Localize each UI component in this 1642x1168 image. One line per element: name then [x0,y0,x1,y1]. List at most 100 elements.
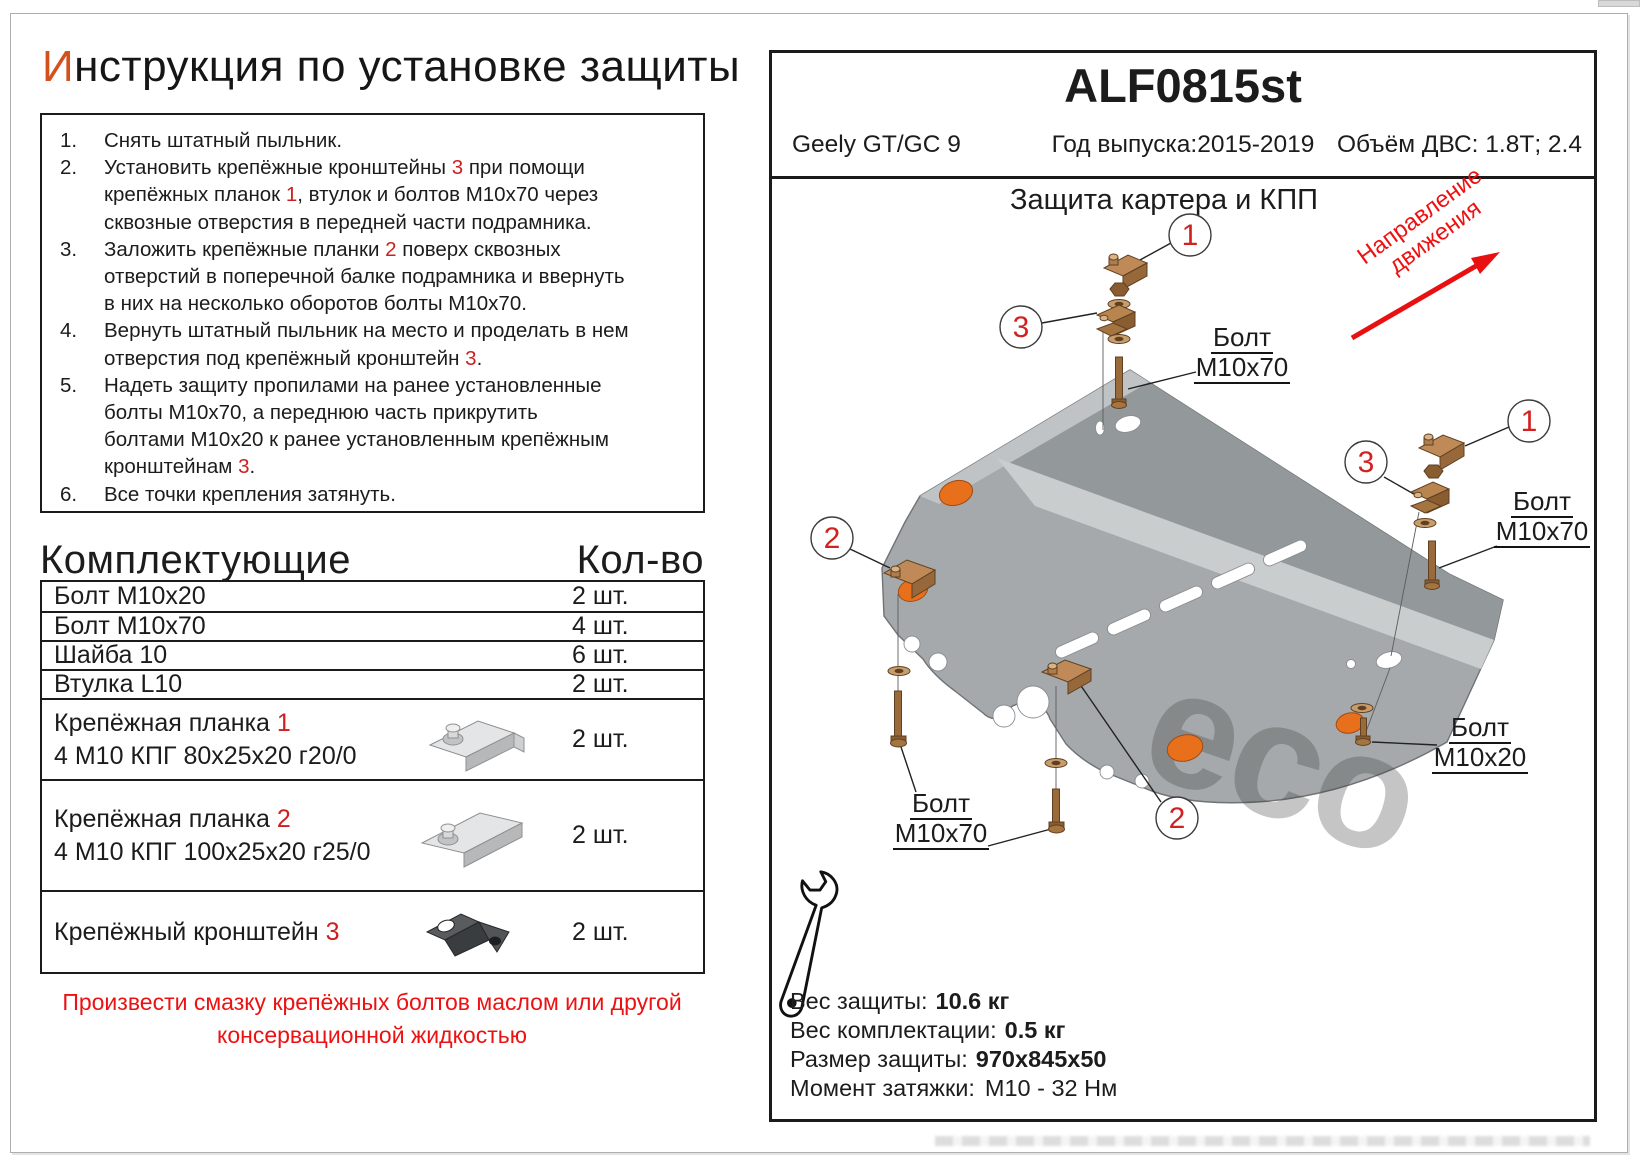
red-ref-number: 3 [238,455,250,479]
red-ref-number: 2 [385,237,397,261]
instruction-item: 1. Снять штатный пыльник. [60,127,697,154]
table-row: Крепёжная планка 1 4 М10 КПГ 80х25х20 г2… [42,698,703,779]
text-segment: при помощи крепёжных планок [104,156,585,207]
component-name: Крепёжная планка 1 4 М10 КПГ 80х25х20 г2… [42,707,390,773]
callout-number: 2 [1169,802,1186,835]
car-model: Geely GT/GC 9 [792,131,961,158]
spec-label: Размер защиты: [790,1046,968,1072]
bolt-size: М10х70 [892,818,990,850]
page-border [10,13,1628,1153]
component-label: Крепёжный кронштейн [54,917,326,946]
table-row: Шайба 10 6 шт. [42,640,703,669]
component-subtitle: 4 М10 КПГ 100х25х20 г25/0 [54,837,371,866]
right-fastener-assembly [1350,433,1466,746]
callout-number: 3 [1013,311,1030,344]
instruction-text: Вернуть штатный пыльник на место и проде… [104,317,697,371]
spec-value: 970х845х50 [975,1046,1107,1072]
instruction-text: Снять штатный пыльник. [104,127,697,154]
instruction-item: 4. Вернуть штатный пыльник на место и про… [60,317,697,371]
bolt-word: Болт [909,788,973,820]
text-segment: Снять штатный пыльник. [104,129,343,152]
spec-torque: Момент затяжки:М10 - 32 Нм [790,1075,1117,1102]
callouts: 1 3 2 2 1 3 [810,213,1551,840]
bolt-word: Болт [1510,486,1574,518]
spec-weight: Вес защиты:10.6 кг [790,988,1009,1015]
instruction-text: Все точки крепления затянуть. [104,481,697,508]
production-years: Год выпуска:2015-2019 [1051,131,1315,158]
instruction-item: 5.Надеть защиту пропилами на ранее устан… [60,372,697,481]
component-qty: 2 шт. [572,821,629,849]
instruction-text: Надеть защиту пропилами на ранее установ… [104,372,697,481]
header-divider [769,176,1597,179]
bolt-word: Болт [1210,322,1274,354]
text-segment: Установить крепёжные кронштейны [104,156,452,180]
component-name: Крепёжный кронштейн 3 [42,916,390,949]
table-row: Болт М10х70 4 шт. [42,611,703,640]
callout-number: 2 [824,522,841,555]
bolt-size: М10х70 [1193,352,1291,384]
instruction-number: 2. [60,156,78,180]
callout-2-left: 2 [810,516,854,560]
component-name: Болт М10х20 [54,582,206,610]
text-segment: Заложить крепёжные планки [104,237,386,261]
mount-plate-1-image [390,705,558,775]
instruction-number: 6. [60,482,78,506]
component-qty: 2 шт. [572,725,629,753]
top-fastener-assembly [1095,253,1149,409]
installation-diagram: eco [779,213,1551,1018]
table-row: Крепёжная планка 2 4 М10 КПГ 100х25х20 г… [42,779,703,890]
fineprint-line [935,1136,1590,1146]
spec-value: 10.6 кг [935,988,1010,1014]
bolt-size: М10х20 [1431,742,1529,774]
component-qty: 2 шт. [572,670,629,698]
page-title: Инструкция по установке защиты [42,42,740,92]
corner-tab [1598,0,1640,7]
callout-2-bottom: 2 [1155,796,1199,840]
warning-line-1: Произвести смазку крепёжных болтов масло… [62,989,682,1015]
instruction-number: 3. [60,237,78,261]
instructions-list: 1. Снять штатный пыльник. 2. Установить кре… [40,113,705,513]
red-ref-number: 1 [276,708,291,737]
component-name: Болт М10х70 [54,612,206,640]
spec-value: 0.5 кг [1004,1017,1066,1043]
instruction-number: 1. [60,129,78,152]
spec-label: Вес комплектации: [790,1017,997,1043]
text-segment: Вернуть штатный пыльник на место и проде… [104,319,629,370]
component-name: Втулка L10 [54,670,183,698]
component-qty: 4 шт. [572,612,629,640]
callout-1-right: 1 [1507,399,1551,443]
red-ref-number: 2 [276,804,291,833]
qty-heading: Кол-во [576,538,704,582]
text-segment: , втулок и болтов М10х70 через сквозные … [104,183,599,234]
callout-1-top: 1 [1168,213,1212,257]
components-heading-row: Комплектующие Кол-во [40,538,704,583]
component-label: Крепёжная планка [54,804,277,833]
engine-volume: Объём ДВС: 1.8Т; 2.4 [1337,131,1582,158]
plate-holes [903,415,1403,789]
mount-plate-1-icon [428,719,525,772]
title-first-letter: И [42,42,75,91]
sticker-icon [1166,734,1204,762]
bolt-m10x70-label-top: Болт М10х70 [1192,324,1292,384]
instruction-number: 4. [60,319,78,343]
mount-bracket-3-icon [425,913,510,957]
instruction-item: 2.Установить крепёжные кронштейны 3 при … [60,154,697,236]
center-fastener-assembly [1040,659,1093,834]
components-table: Болт М10х20 2 шт. Болт М10х70 4 шт. Шайб… [40,580,705,974]
spec-value: М10 - 32 Нм [984,1075,1118,1101]
text-segment: . [476,346,483,370]
callout-number: 1 [1521,405,1538,438]
lubrication-warning: Произвести смазку крепёжных болтов масло… [40,986,704,1052]
spec-size: Размер защиты: 970х845х50 [790,1046,1107,1073]
direction-arrow-icon [1350,252,1500,341]
components-heading: Комплектующие [40,538,352,582]
instruction-item: 3. Заложить крепёжные планки 2 поверх скв… [60,236,697,318]
red-ref-number: 1 [285,183,298,207]
mount-plate-2-icon [420,811,524,868]
text-segment: поверх сквозных отверстий в поперечной б… [104,237,625,316]
mount-plate-2-image [390,797,558,875]
component-name: Шайба 10 [54,641,168,669]
callout-number: 3 [1358,446,1375,479]
red-ref-number: 3 [465,346,477,370]
text-segment: . [249,455,256,479]
